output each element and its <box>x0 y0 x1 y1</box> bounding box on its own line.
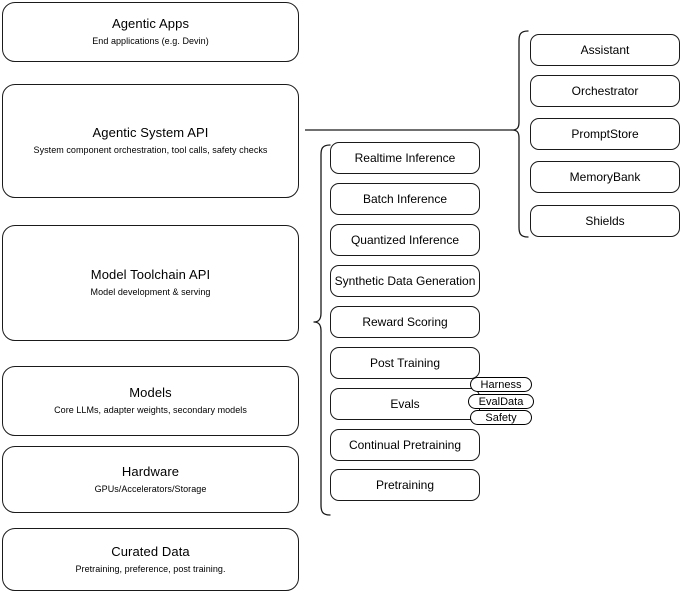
capability-batch-inference[interactable]: Batch Inference <box>330 183 480 215</box>
capability-reward-scoring[interactable]: Reward Scoring <box>330 306 480 338</box>
stack-layer-hardware[interactable]: Hardware GPUs/Accelerators/Storage <box>2 446 299 513</box>
capability-evals[interactable]: Evals <box>330 388 480 420</box>
eval-tag-safety[interactable]: Safety <box>470 410 532 425</box>
system-component-memorybank[interactable]: MemoryBank <box>530 161 680 193</box>
stack-layer-subtitle: System component orchestration, tool cal… <box>33 145 268 155</box>
stack-layer-title: Agentic Apps <box>111 16 190 31</box>
capability-realtime-inference[interactable]: Realtime Inference <box>330 142 480 174</box>
stack-layer-subtitle: Model development & serving <box>90 287 211 297</box>
stack-layer-curated-data[interactable]: Curated Data Pretraining, preference, po… <box>2 528 299 591</box>
capability-continual-pretraining[interactable]: Continual Pretraining <box>330 429 480 461</box>
capability-post-training[interactable]: Post Training <box>330 347 480 379</box>
stack-layer-model-toolchain-api[interactable]: Model Toolchain API Model development & … <box>2 225 299 341</box>
stack-layer-models[interactable]: Models Core LLMs, adapter weights, secon… <box>2 366 299 436</box>
stack-layer-subtitle: GPUs/Accelerators/Storage <box>94 483 207 494</box>
capability-quantized-inference[interactable]: Quantized Inference <box>330 224 480 256</box>
system-component-assistant[interactable]: Assistant <box>530 34 680 66</box>
stack-layer-title: Model Toolchain API <box>90 267 211 282</box>
stack-layer-subtitle: End applications (e.g. Devin) <box>92 36 209 46</box>
eval-tag-evaldata[interactable]: EvalData <box>468 394 534 409</box>
system-component-orchestrator[interactable]: Orchestrator <box>530 75 680 107</box>
capability-pretraining[interactable]: Pretraining <box>330 469 480 501</box>
system-component-promptstore[interactable]: PromptStore <box>530 118 680 150</box>
system-component-shields[interactable]: Shields <box>530 205 680 237</box>
stack-layer-title: Models <box>129 385 172 400</box>
stack-layer-agentic-system-api[interactable]: Agentic System API System component orch… <box>2 84 299 198</box>
capability-synthetic-data-generation[interactable]: Synthetic Data Generation <box>330 265 480 297</box>
stack-layer-subtitle: Core LLMs, adapter weights, secondary mo… <box>54 405 247 415</box>
stack-layer-subtitle: Pretraining, preference, post training. <box>75 563 226 574</box>
stack-layer-title: Curated Data <box>111 543 190 559</box>
eval-tag-harness[interactable]: Harness <box>470 377 532 392</box>
stack-layer-agentic-apps[interactable]: Agentic Apps End applications (e.g. Devi… <box>2 2 299 62</box>
stack-layer-title: Hardware <box>121 463 180 479</box>
stack-layer-title: Agentic System API <box>92 125 209 140</box>
